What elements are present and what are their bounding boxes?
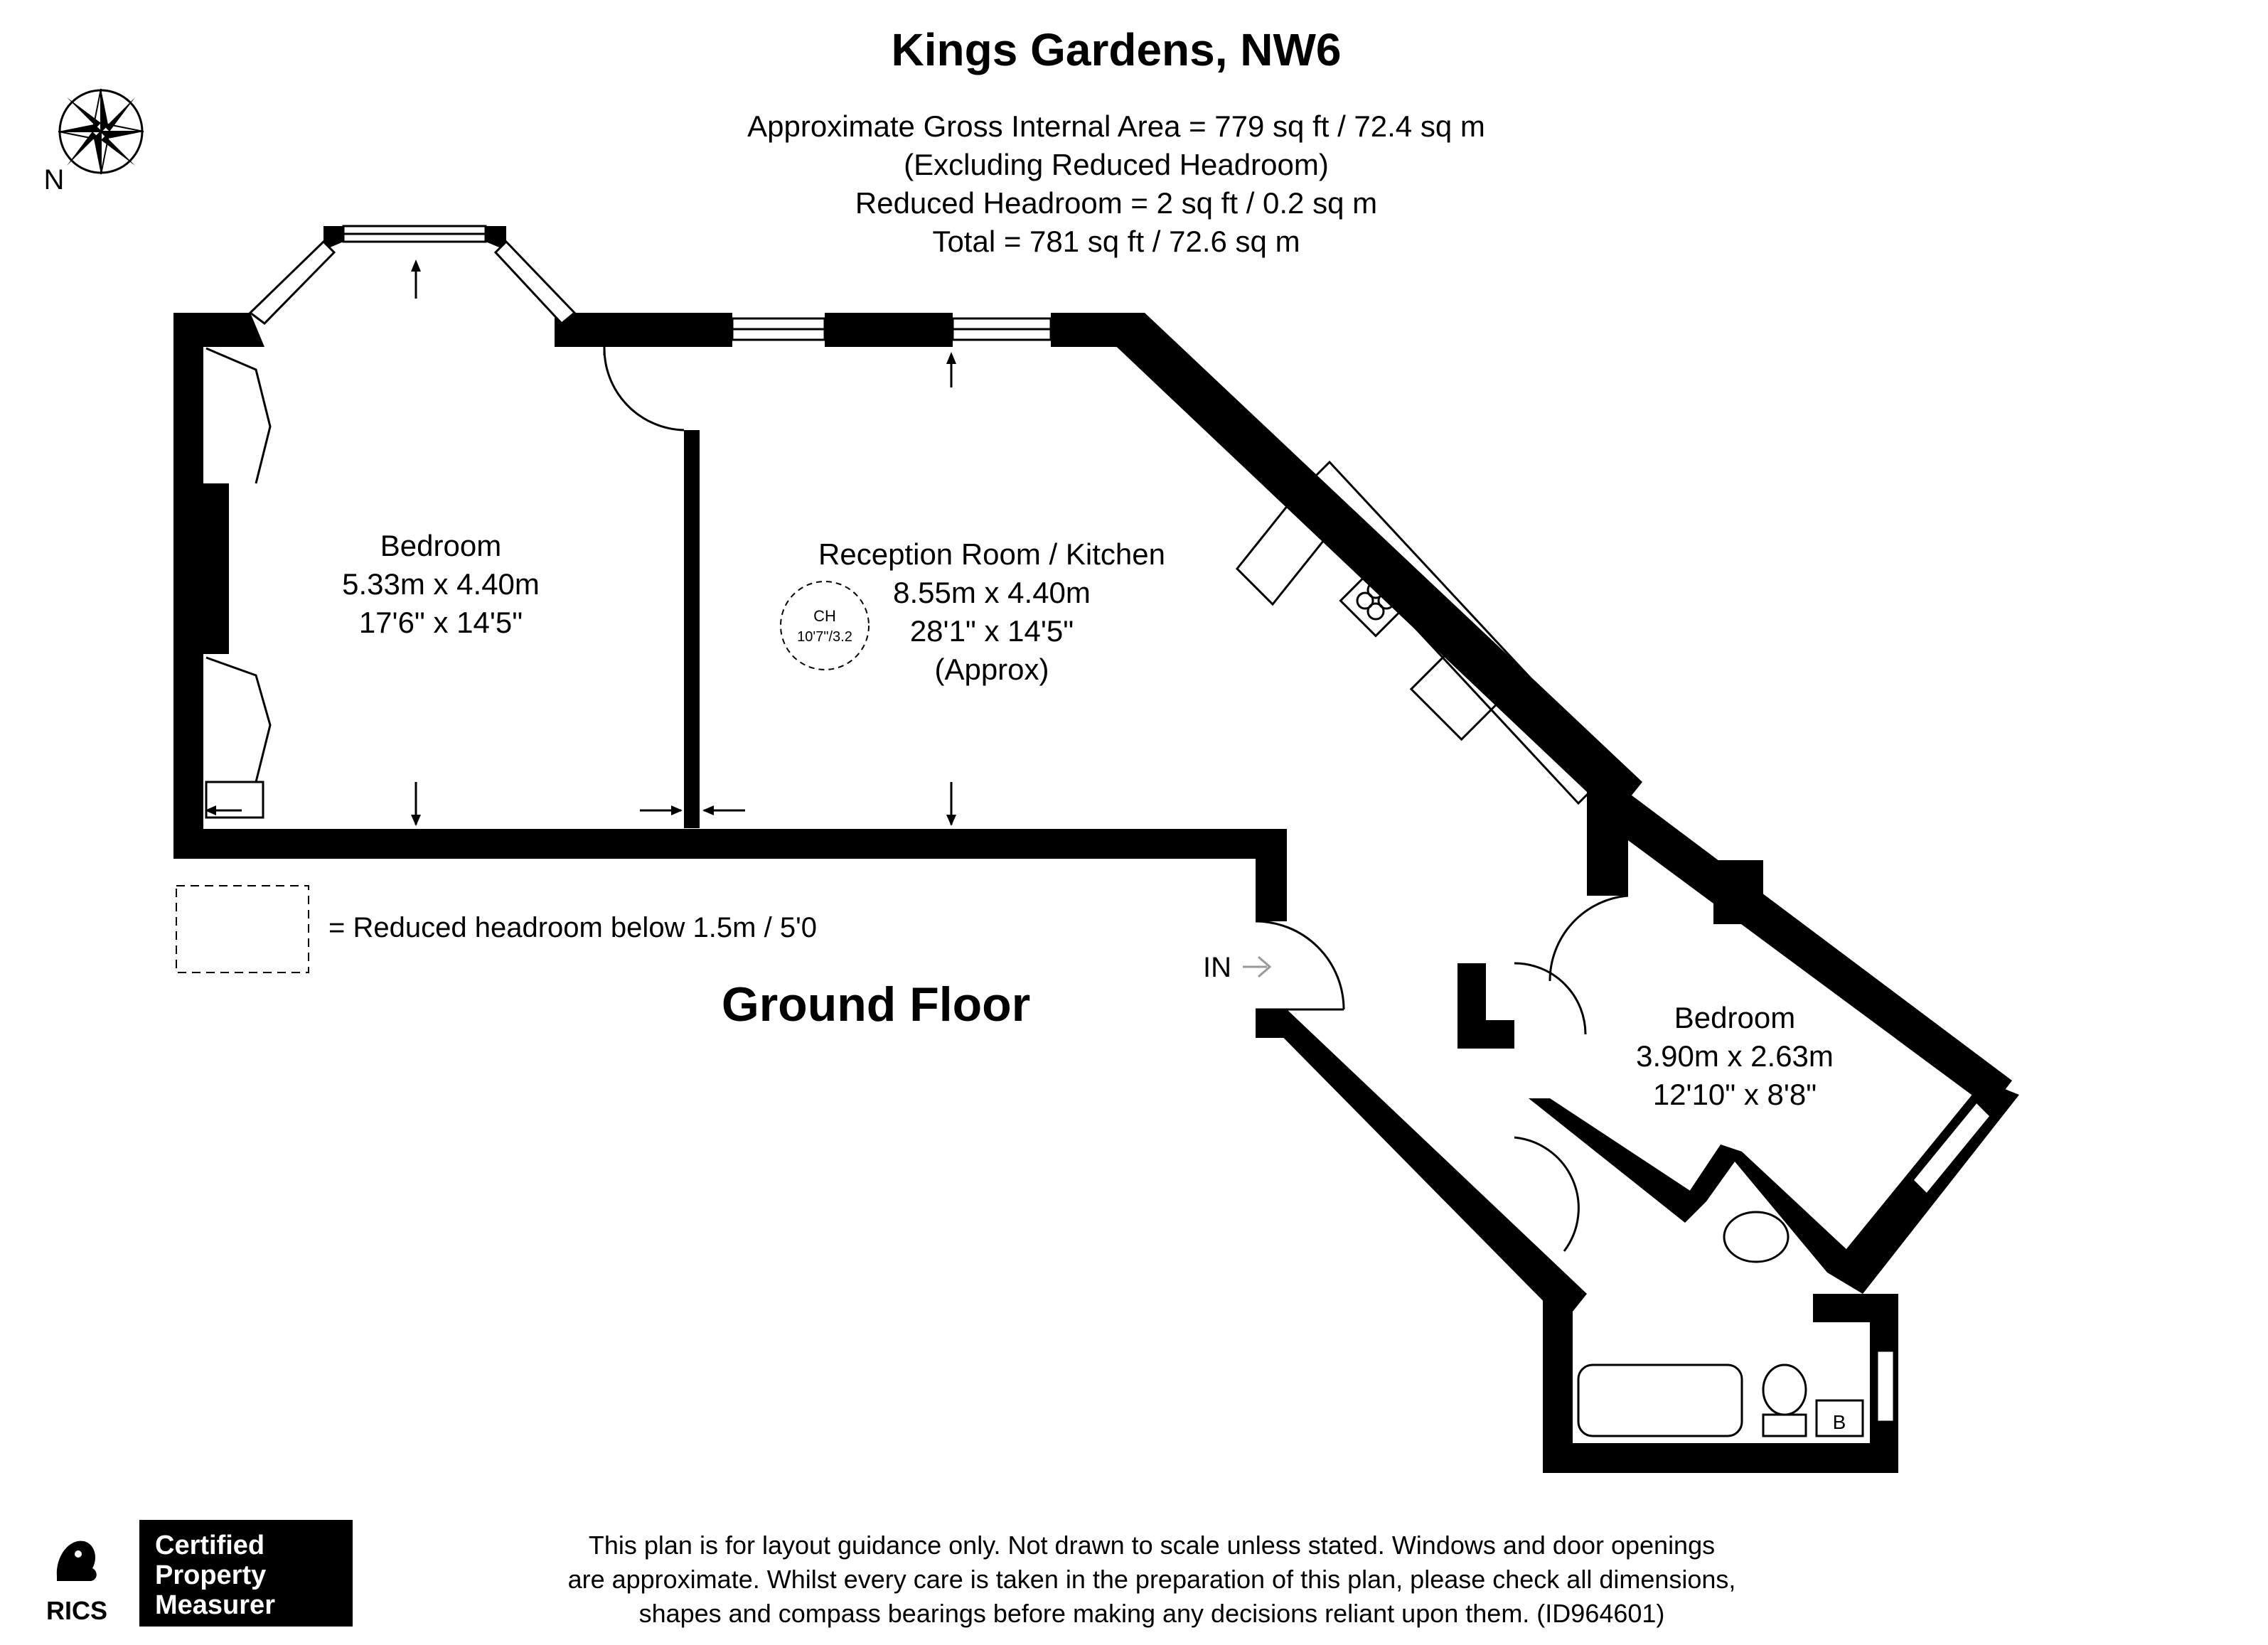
bathroom-fittings: B	[1577, 1211, 1864, 1437]
boiler-icon	[1815, 1399, 1864, 1437]
reception-metric: 8.55m x 4.40m	[893, 576, 1091, 609]
area-line-4: Total = 781 sq ft / 72.6 sq m	[932, 225, 1300, 258]
ceiling-height-label: CH	[813, 607, 836, 625]
reception-name: Reception Room / Kitchen	[818, 537, 1165, 571]
area-line-1: Approximate Gross Internal Area = 779 sq…	[747, 109, 1485, 143]
doors	[603, 346, 1629, 1252]
kitchen-units	[1235, 460, 1616, 805]
rics-org-label: RICS	[46, 1596, 107, 1625]
compass-icon	[58, 88, 144, 175]
boiler-label: B	[1833, 1411, 1846, 1433]
area-line-2: (Excluding Reduced Headroom)	[904, 148, 1329, 181]
bedroom-1-name: Bedroom	[380, 529, 501, 562]
basin-icon	[1723, 1211, 1790, 1263]
bedroom-1-imperial: 17'6" x 14'5"	[359, 606, 523, 639]
entrance-arrow-icon	[1243, 955, 1272, 978]
ceiling-height-value: 10'7"/3.2	[797, 629, 852, 645]
wardrobe-doors	[205, 347, 272, 819]
reception-imperial: 28'1" x 14'5"	[910, 614, 1074, 648]
plan-title: Kings Gardens, NW6	[892, 24, 1342, 75]
bedroom-2-metric: 3.90m x 2.63m	[1636, 1039, 1834, 1073]
rics-lion-icon	[56, 1540, 97, 1581]
disclaimer-line-3: shapes and compass bearings before makin…	[639, 1599, 1665, 1628]
badge-line-1: Certified	[155, 1531, 264, 1560]
hob-icon	[1339, 564, 1413, 638]
toilet-icon	[1762, 1363, 1807, 1416]
entrance-label: IN	[1203, 952, 1231, 983]
reception-note: (Approx)	[934, 653, 1049, 686]
reduced-headroom-legend-swatch	[176, 885, 309, 973]
bathtub-icon	[1577, 1363, 1743, 1437]
floor-label: Ground Floor	[722, 977, 1030, 1032]
dimension-arrows	[205, 259, 956, 826]
windows	[248, 225, 1993, 1423]
disclaimer-line-1: This plan is for layout guidance only. N…	[589, 1531, 1715, 1560]
walls	[173, 226, 2019, 1473]
disclaimer-line-2: are approximate. Whilst every care is ta…	[568, 1565, 1736, 1594]
bedroom-2-imperial: 12'10" x 8'8"	[1653, 1078, 1817, 1111]
bedroom-1-metric: 5.33m x 4.40m	[342, 567, 540, 601]
certified-property-measurer-badge: Certified Property Measurer	[139, 1520, 353, 1627]
reduced-headroom-legend-text: = Reduced headroom below 1.5m / 5'0	[328, 912, 817, 943]
area-line-3: Reduced Headroom = 2 sq ft / 0.2 sq m	[855, 186, 1377, 220]
sink-icon	[1409, 652, 1499, 741]
compass-north-label: N	[44, 164, 65, 195]
badge-line-2: Property	[155, 1560, 266, 1590]
rics-logo: RICS	[46, 1540, 107, 1625]
bedroom-2-name: Bedroom	[1674, 1001, 1795, 1034]
badge-line-3: Measurer	[155, 1590, 275, 1620]
ceiling-height-marker: CH 10'7"/3.2	[780, 581, 870, 670]
